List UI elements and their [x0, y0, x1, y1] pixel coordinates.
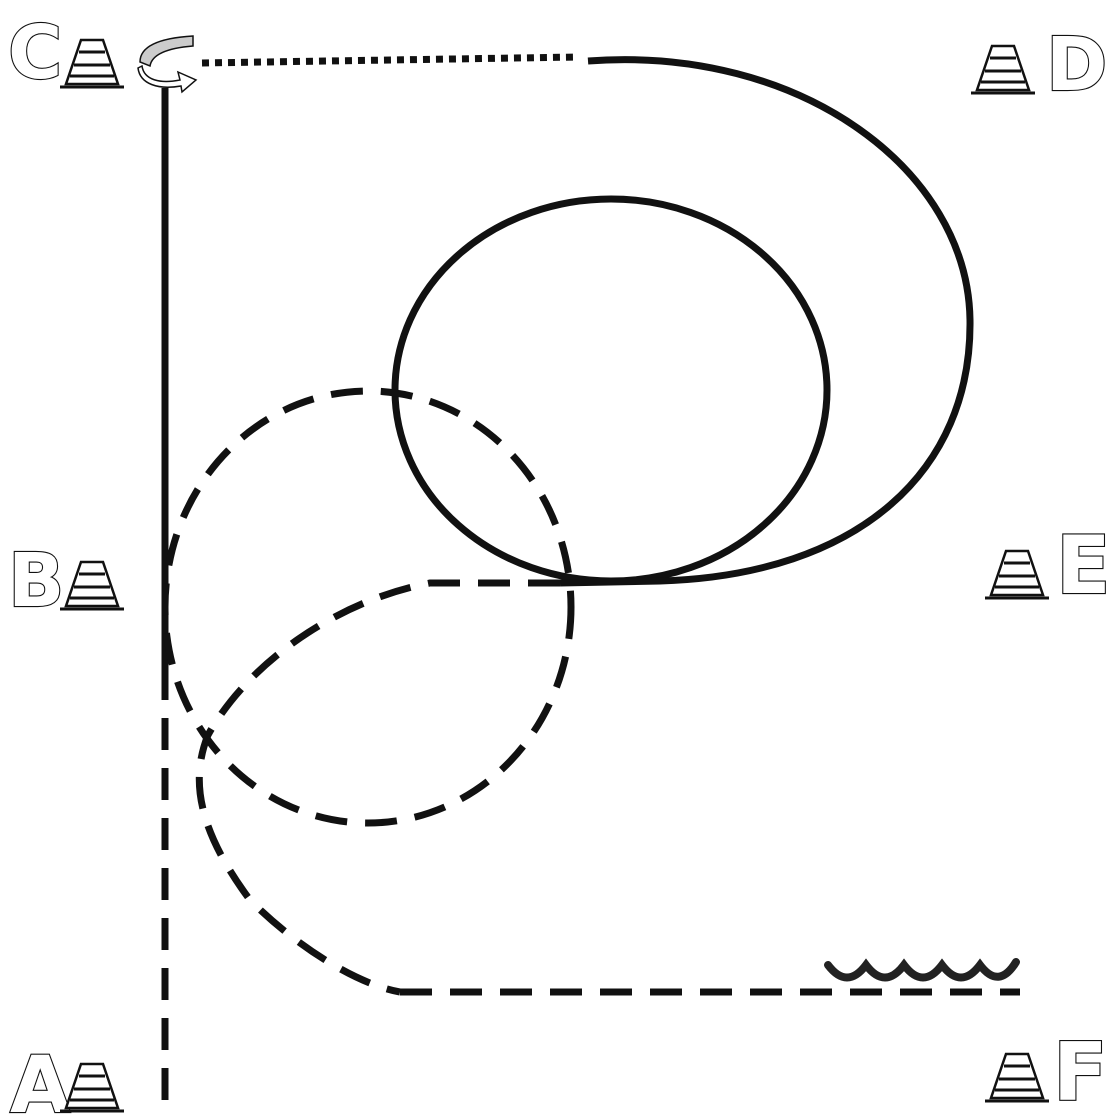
dotted-route [201, 53, 579, 67]
marker-label-f: F [1053, 1026, 1108, 1117]
dotted-line [201, 53, 579, 67]
marker-f: F [983, 1025, 1109, 1117]
marker-label-d: D [1046, 22, 1107, 108]
solid-inner-loop [391, 195, 831, 585]
marker-d: D [969, 21, 1109, 109]
traffic-cone-icon [983, 549, 1051, 600]
traffic-cone-icon [969, 44, 1037, 95]
dashed-loop [161, 387, 575, 827]
marker-a: A [9, 1040, 126, 1117]
dashed-curve-to-center [195, 579, 560, 996]
marker-b: B [7, 537, 126, 625]
marker-label-c: C [8, 10, 62, 96]
marker-label-a: A [10, 1041, 70, 1117]
traffic-cone-icon [58, 560, 126, 611]
wavy-line [824, 958, 1020, 982]
solid-route [161, 56, 974, 668]
marker-e: E [983, 518, 1112, 613]
solid-outer-loop [559, 56, 974, 587]
traffic-cone-icon [58, 38, 126, 89]
marker-label-b: B [8, 538, 64, 624]
dashed-route [161, 387, 1020, 1117]
wavy-route [824, 958, 1020, 982]
marker-c: C [7, 9, 126, 97]
rotate-arrow-icon [137, 35, 198, 94]
traffic-cone-icon [983, 1052, 1051, 1103]
marker-label-e: E [1056, 519, 1111, 612]
